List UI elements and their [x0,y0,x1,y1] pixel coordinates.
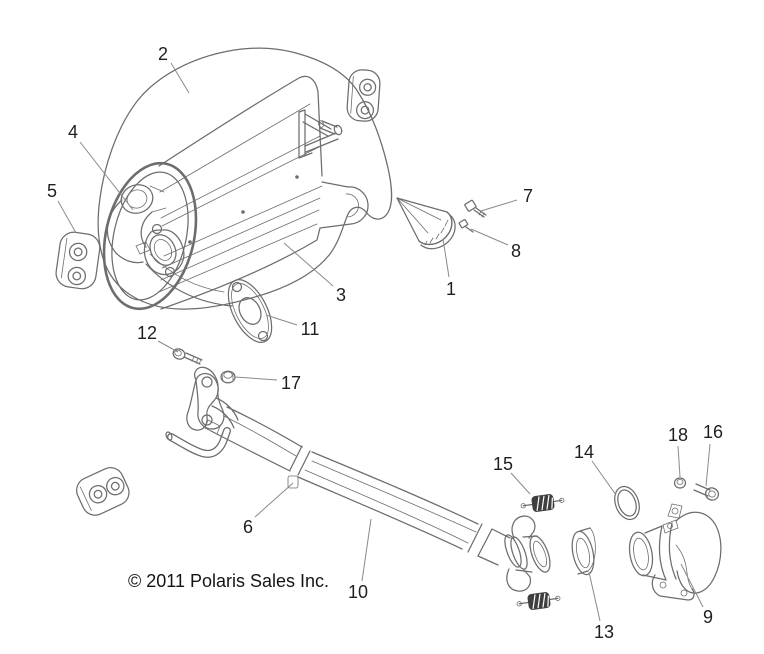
screw-8 [458,219,474,233]
mount-bottom-left [76,467,130,516]
muffler-inlet-pipe [106,184,233,431]
elbow-bottom-flange [651,574,695,601]
callout-5[interactable]: 5 [47,181,57,201]
sensor-tube [165,427,231,458]
callout-leader-12 [157,340,179,353]
weld-dot [241,210,245,214]
collar [571,527,596,576]
muffler-end-cap-inner [111,171,189,301]
spark-arrestor-cone [396,197,456,250]
nut-18 [673,477,687,489]
callout-leader-3 [283,242,334,287]
callout-leader-6 [254,482,294,518]
callout-leader-8 [470,228,509,246]
elbow-inlet-bell [628,531,654,577]
callout-14[interactable]: 14 [574,442,594,462]
callout-18[interactable]: 18 [668,425,688,445]
callout-13[interactable]: 13 [594,622,614,642]
callout-leader-17 [234,376,278,381]
muffler-bracket [298,109,343,159]
mount-top-right [346,69,381,122]
callout-17[interactable]: 17 [281,373,301,393]
muffler-outlet-stub [319,181,369,229]
pipe-outlet [529,535,551,573]
bolt-12 [172,348,203,365]
callout-12[interactable]: 12 [137,323,157,343]
bolt-16 [693,483,720,501]
weld-dot [188,240,192,244]
elbow-top-ear [667,503,683,519]
mount-left [55,231,101,290]
callout-leader-15 [510,472,531,495]
callout-leader-16 [705,443,711,487]
spring-hook-upper [511,515,536,539]
callout-6[interactable]: 6 [243,517,253,537]
callout-11[interactable]: 11 [301,319,320,339]
muffler-body [102,75,369,311]
callout-1[interactable]: 1 [446,279,456,299]
exhaust-spring [520,494,565,512]
inlet-port [120,184,154,214]
callout-leader-4 [79,141,134,211]
callout-leader-1 [442,238,450,278]
callout-leader-11 [265,314,298,326]
callout-7[interactable]: 7 [523,186,533,206]
callout-leader-18 [677,445,681,478]
spring-hook-lower [506,568,532,592]
head-pipe [165,366,551,592]
inlet-flange [143,223,219,431]
callout-8[interactable]: 8 [511,241,521,261]
callout-leader-9 [680,563,704,608]
callout-2[interactable]: 2 [158,44,168,64]
callout-leader-2 [170,62,190,94]
exhaust-elbow [628,503,722,601]
callout-leader-13 [588,571,601,622]
callout-leader-14 [591,460,617,496]
callout-10[interactable]: 10 [348,582,368,602]
callout-9[interactable]: 9 [703,607,713,627]
nut-17 [220,370,236,384]
callout-15[interactable]: 15 [493,454,513,474]
weld-dot [295,175,299,179]
callout-4[interactable]: 4 [68,122,78,142]
callout-leader-7 [480,199,518,212]
o-ring-seal [614,485,640,521]
callout-leader-10 [361,518,372,582]
bolt-7 [464,199,487,218]
callout-16[interactable]: 16 [703,422,723,442]
head-pipe-flange [194,366,225,430]
callout-leader-5 [57,200,77,234]
muffler-assembly-outline [97,47,393,310]
callout-3[interactable]: 3 [336,285,346,305]
exhaust-spring [516,592,561,610]
exhaust-gasket [227,279,273,343]
copyright-text: © 2011 Polaris Sales Inc. [128,571,329,591]
bracket-pin [319,120,338,135]
